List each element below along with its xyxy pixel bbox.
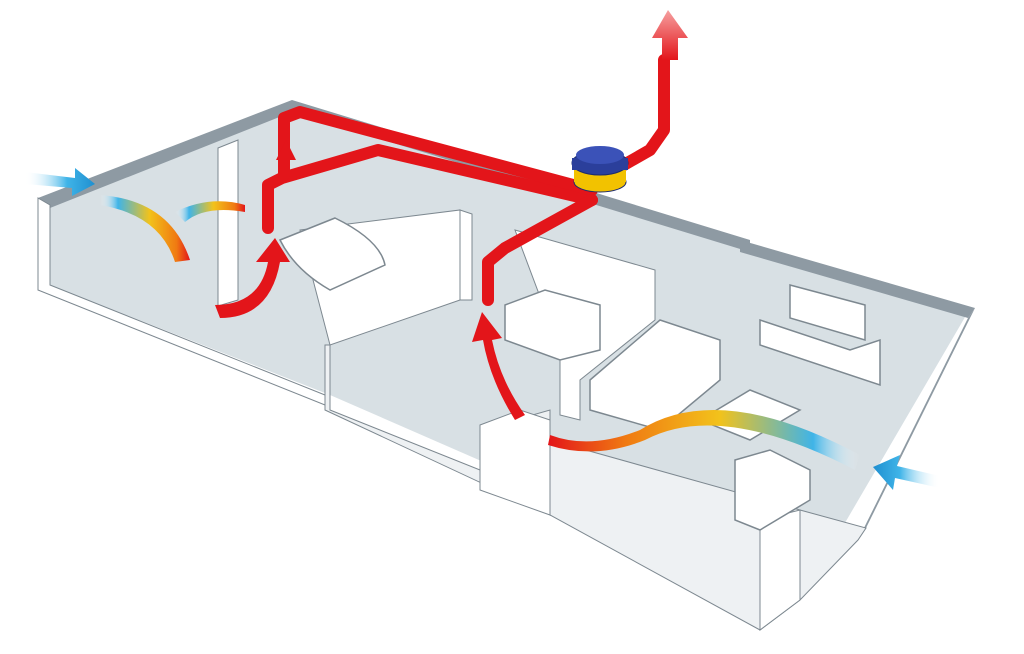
intake-arrow-icon xyxy=(873,455,940,490)
duct-network xyxy=(262,54,670,306)
column xyxy=(479,409,551,516)
supply-flow-icon xyxy=(100,195,190,262)
extract-arrow-icon xyxy=(215,238,290,318)
extract-arrow-icon xyxy=(472,312,525,420)
duct-exhaust xyxy=(609,54,670,176)
kitchen-counter xyxy=(504,289,601,361)
back-wall-right xyxy=(740,240,975,318)
ventilation-unit xyxy=(571,146,629,193)
duct-kitchen xyxy=(482,194,598,306)
supply-flow-icon xyxy=(548,410,860,470)
back-wall-left xyxy=(38,100,292,208)
bedroom-wall xyxy=(217,139,239,307)
extract-arrow-icon xyxy=(276,140,296,175)
sofa xyxy=(589,284,881,531)
hall-wall xyxy=(459,209,473,301)
intake-arrow-icon xyxy=(25,168,95,196)
supply-flow-icon xyxy=(175,201,245,222)
bathtub xyxy=(278,217,386,291)
front-wall-end xyxy=(759,509,801,631)
exhaust-arrow-icon xyxy=(652,10,688,60)
